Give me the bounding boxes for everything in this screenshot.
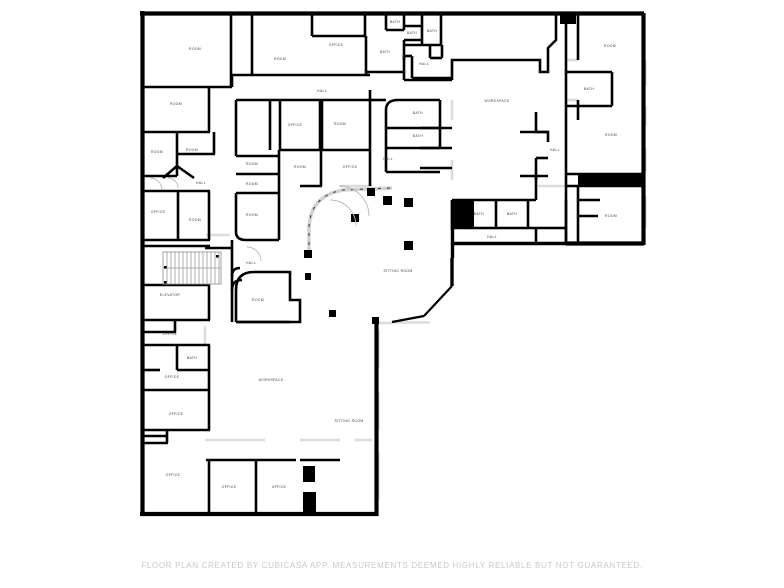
room-label: ROOM <box>252 298 264 302</box>
room-label: OFFICE <box>329 43 344 47</box>
room-label: ROOM <box>170 102 182 106</box>
room-label: BATH <box>413 111 423 115</box>
room-label: ELEVATOR <box>160 293 181 297</box>
room-label: WORKSPACE <box>485 99 510 103</box>
room-label: OFFICE <box>163 332 178 336</box>
room-label: ROOM <box>604 44 616 48</box>
room-label: BATH <box>390 20 400 24</box>
room-label: ROOM <box>605 133 617 137</box>
room-label: OFFICE <box>272 485 287 489</box>
room-label: HALL <box>246 261 256 265</box>
staircase <box>162 251 222 285</box>
room-label: HALL <box>419 62 429 66</box>
room-label: HALL <box>383 157 393 161</box>
room-label: OFFICE <box>288 123 303 127</box>
footer-disclaimer: FLOOR PLAN CREATED BY CUBICASA APP. MEAS… <box>141 561 643 570</box>
room-label: HALL <box>487 235 497 239</box>
room-label: BATH <box>427 29 437 33</box>
room-label: SITTING ROOM <box>334 419 363 423</box>
room-label: OFFICE <box>165 375 180 379</box>
exterior-walls <box>140 11 646 517</box>
room-label: ROOM <box>151 150 163 154</box>
room-label: ROOM <box>246 213 258 217</box>
room-label: ROOM <box>334 122 346 126</box>
room-label: ROOM <box>189 47 201 51</box>
room-label: OFFICE <box>166 473 181 477</box>
room-label: SITTING ROOM <box>383 269 412 273</box>
room-label: ROOM <box>605 214 617 218</box>
room-label: HALL <box>317 89 327 93</box>
room-label: ROOM <box>246 162 258 166</box>
room-label: BATH <box>380 50 390 54</box>
interior-walls <box>144 14 644 514</box>
room-label: BATH <box>407 31 417 35</box>
room-label: HALL <box>196 181 206 185</box>
room-label: BATH <box>474 212 484 216</box>
room-label: OFFICE <box>169 412 184 416</box>
curved-sitting-room-wall <box>307 186 393 254</box>
door-swings <box>149 177 370 262</box>
room-label: HALL <box>550 148 560 152</box>
room-label: ROOM <box>246 182 258 186</box>
room-label: ROOM <box>189 218 201 222</box>
room-label: BATH <box>413 134 423 138</box>
room-label: BATH <box>584 87 594 91</box>
room-label: ROOM <box>274 57 286 61</box>
room-label: OFFICE <box>222 485 237 489</box>
room-label: BATH <box>187 356 197 360</box>
room-label: ROOM <box>294 165 306 169</box>
room-label: OFFICE <box>151 210 166 214</box>
room-label: ROOM <box>186 148 198 152</box>
room-label: WORKSPACE <box>259 378 284 382</box>
room-label: BATH <box>507 212 517 216</box>
room-label: OFFICE <box>343 165 358 169</box>
room-label-group: ROOM ROOM ROOM ROOM HALL OFFICE ROOM ELEVATOR OF… <box>151 20 617 489</box>
